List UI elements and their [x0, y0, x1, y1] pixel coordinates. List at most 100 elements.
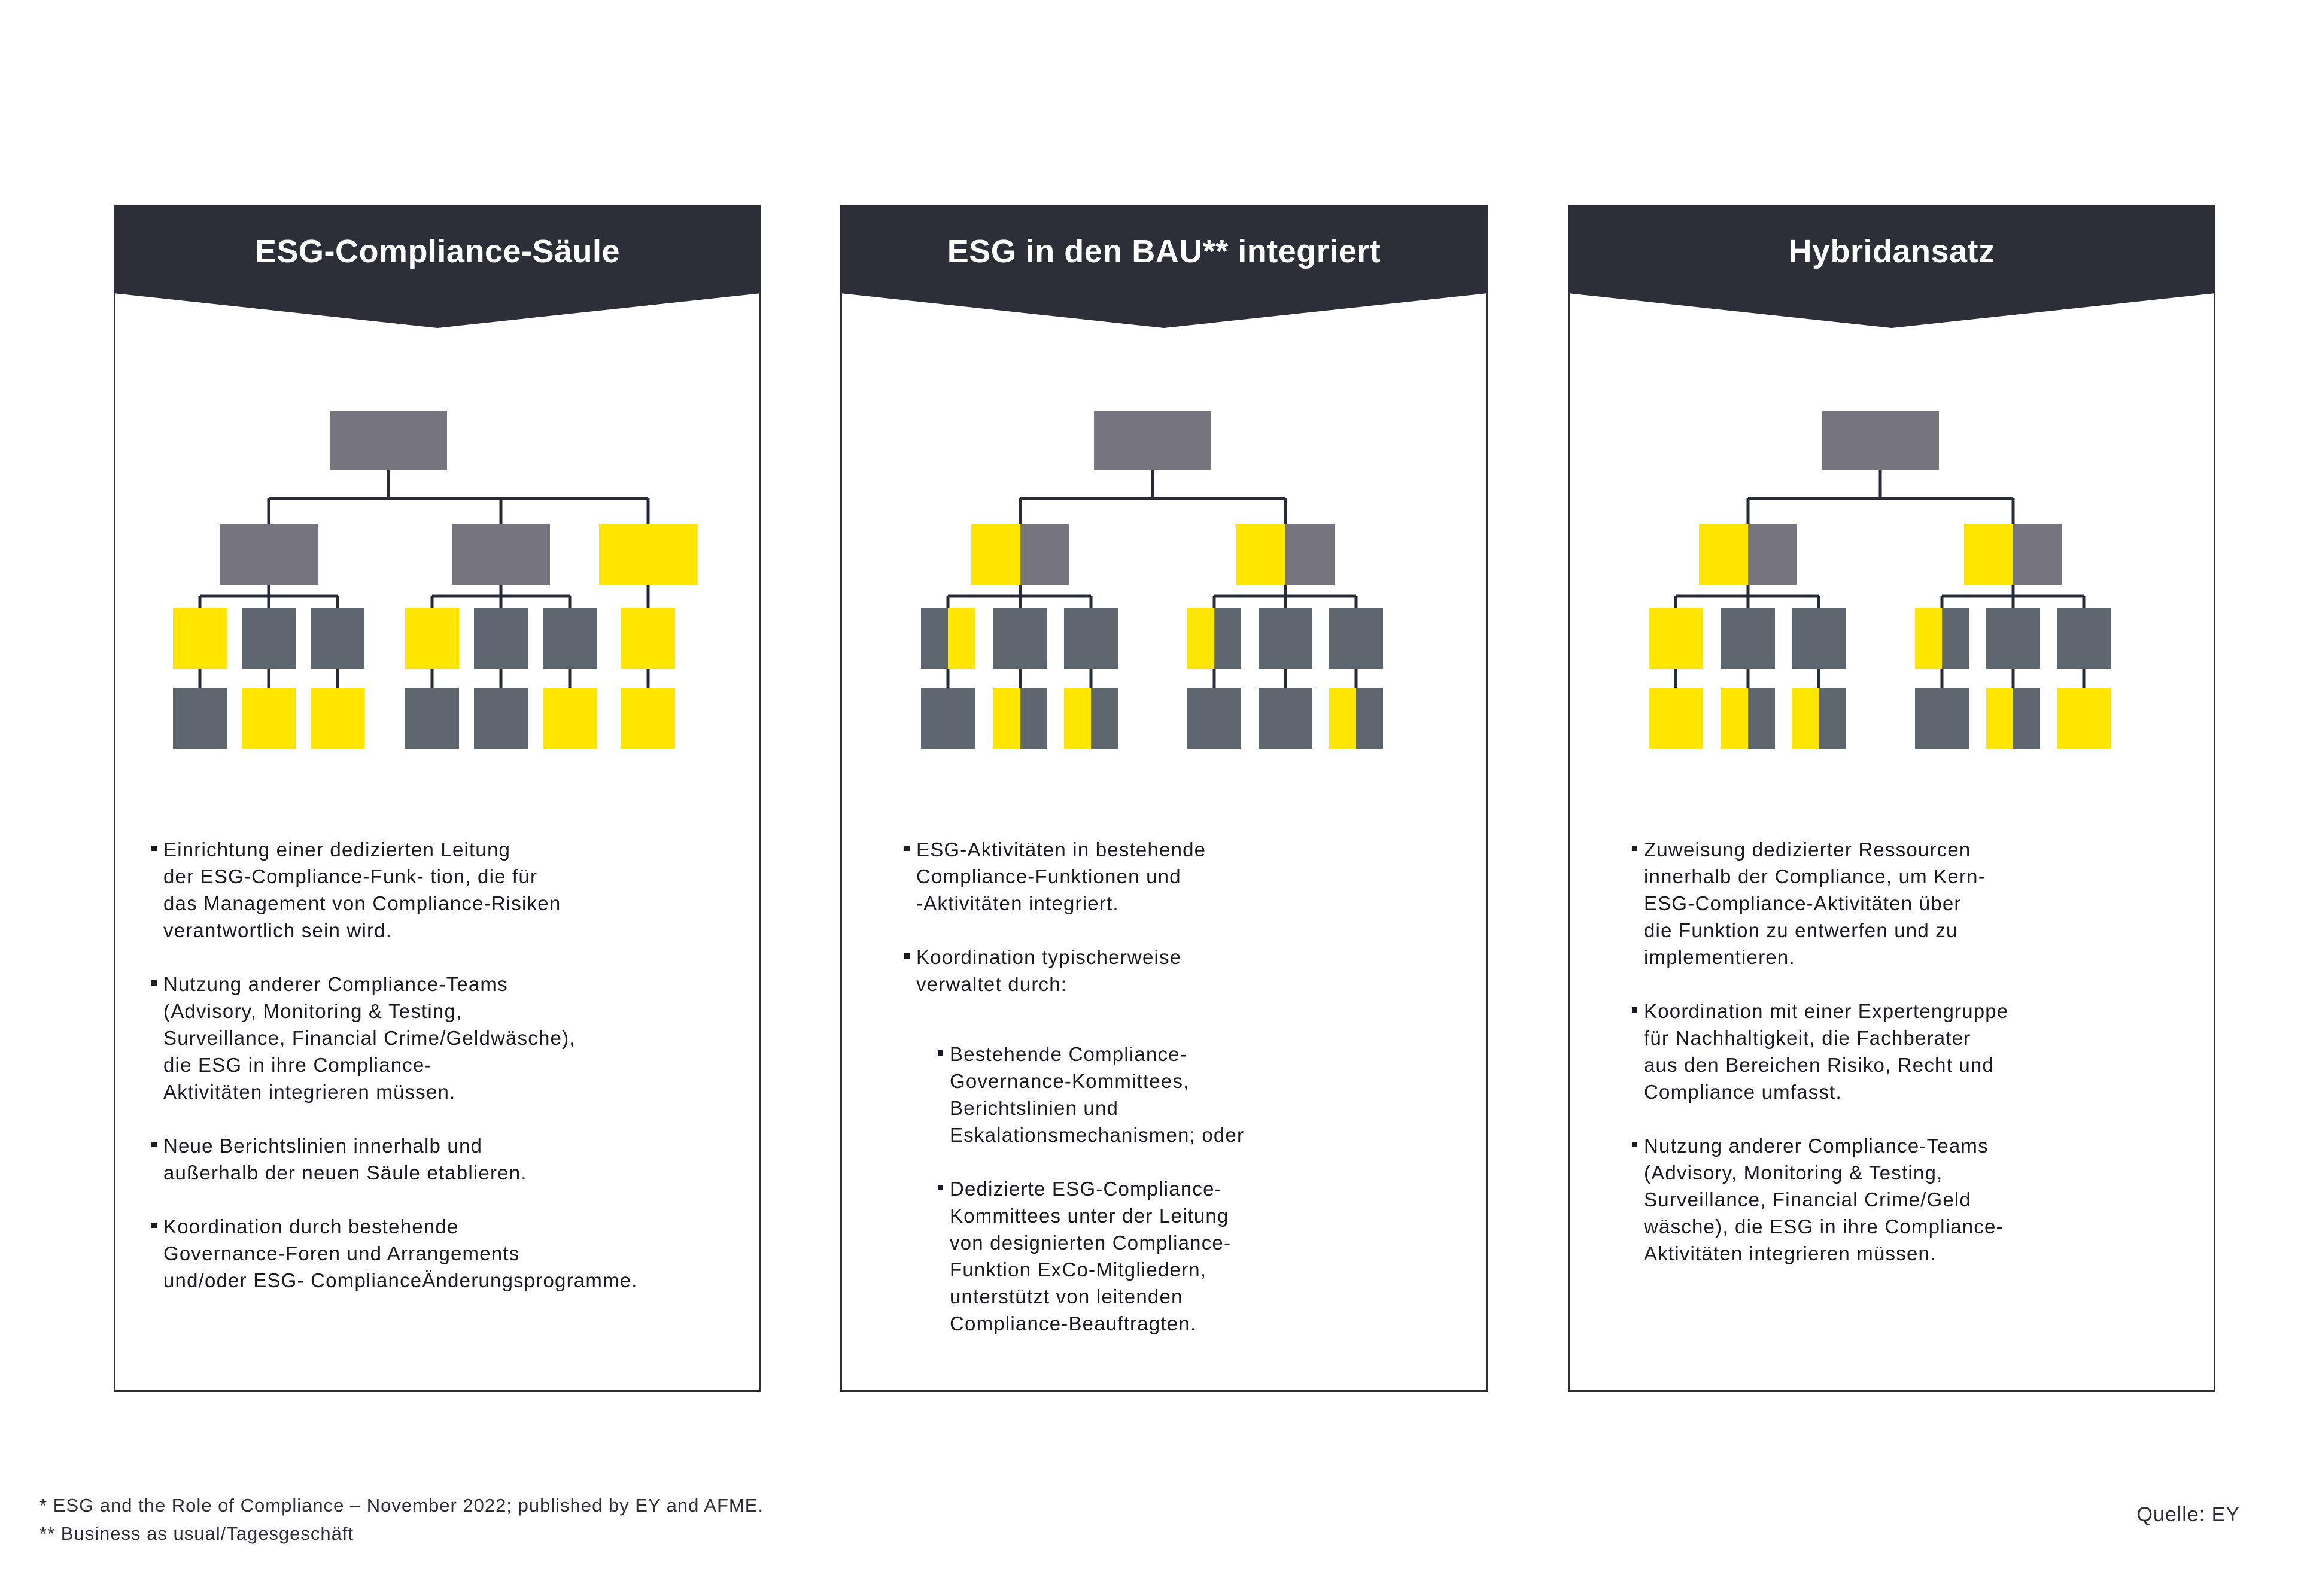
org-node-dark: [1259, 688, 1312, 749]
org-node-dark: [1819, 688, 1846, 749]
org-chart: [921, 411, 1383, 749]
org-node-yellow: [971, 524, 1020, 585]
bullet-square-icon: [1632, 1007, 1637, 1013]
org-node-dark: [1942, 608, 1969, 669]
bullet-item: Dedizierte ESG-Compliance- Kommittees un…: [938, 1175, 1466, 1337]
org-node-dark: [2013, 688, 2040, 749]
org-chart: [1649, 411, 2111, 749]
bullet-item: Einrichtung einer dedizierten Leitung de…: [151, 836, 739, 944]
org-node-gray: [1285, 524, 1335, 585]
org-node-gray: [1748, 524, 1797, 585]
bullet-item: Koordination durch bestehende Governance…: [151, 1213, 739, 1294]
org-node-dark: [1915, 688, 1969, 749]
footnote-1: * ESG and the Role of Compliance – Novem…: [39, 1495, 764, 1516]
org-node-yellow: [1187, 608, 1214, 669]
panel-esg-in-bau-integriert: ESG in den BAU** integriert ESG-Aktivitä…: [840, 205, 1488, 1392]
org-chart: [173, 411, 697, 749]
bullet-text: Koordination durch bestehende Governance…: [163, 1215, 638, 1291]
org-node-gray: [1020, 524, 1069, 585]
bullet-text: Koordination typischerweise verwaltet du…: [916, 946, 1182, 995]
org-node-dark: [173, 688, 227, 749]
org-node-yellow: [2057, 688, 2111, 749]
org-node-yellow: [173, 608, 227, 669]
bullet-item: Bestehende Compliance- Governance-Kommit…: [938, 1041, 1466, 1148]
bullet-square-icon: [1632, 1142, 1637, 1147]
org-node-yellow: [242, 688, 296, 749]
bullet-list: ESG-Aktivitäten in bestehende Compliance…: [842, 836, 1466, 1364]
org-node-yellow: [1721, 688, 1748, 749]
bullet-square-icon: [151, 980, 157, 986]
bullet-text: Koordination mit einer Expertengruppe fü…: [1644, 1000, 2009, 1103]
org-node-dark: [405, 688, 459, 749]
org-node-yellow: [621, 608, 675, 669]
bullet-text: Zuweisung dedizierter Ressourcen innerha…: [1644, 838, 1986, 968]
org-node-yellow: [1915, 608, 1942, 669]
org-node-yellow: [1329, 688, 1356, 749]
bullet-list: Einrichtung einer dedizierten Leitung de…: [115, 836, 739, 1321]
org-node-yellow: [1649, 608, 1703, 669]
bullet-text: Dedizierte ESG-Compliance- Kommittees un…: [950, 1178, 1232, 1334]
org-node-dark: [1329, 608, 1383, 669]
org-node-dark: [543, 608, 597, 669]
bullet-square-icon: [151, 1142, 157, 1147]
bullet-item: Koordination mit einer Expertengruppe fü…: [1632, 998, 2193, 1105]
panel-title: ESG in den BAU** integriert: [947, 233, 1381, 269]
org-node-yellow: [1964, 524, 2013, 585]
bullet-square-icon: [151, 1223, 157, 1228]
org-node-gray: [452, 524, 550, 585]
org-node-yellow: [1064, 688, 1091, 749]
org-node-dark: [1020, 688, 1047, 749]
bullet-text: Nutzung anderer Compliance-Teams (Adviso…: [1644, 1135, 2004, 1264]
bullet-item: Neue Berichtslinien innerhalb und außerh…: [151, 1132, 739, 1186]
org-node-dark: [921, 688, 975, 749]
org-node-yellow: [621, 688, 675, 749]
footnotes: * ESG and the Role of Compliance – Novem…: [39, 1491, 764, 1548]
bullet-text: ESG-Aktivitäten in bestehende Compliance…: [916, 838, 1206, 914]
org-node-yellow: [599, 524, 697, 585]
org-node-dark: [1259, 608, 1312, 669]
panel-title: Hybridansatz: [1788, 233, 1995, 269]
org-node-dark: [1748, 688, 1775, 749]
org-node-dark: [474, 688, 528, 749]
org-node-dark: [1064, 608, 1118, 669]
org-node-yellow: [1236, 524, 1285, 585]
org-node-yellow: [1649, 688, 1703, 749]
bullet-square-icon: [1632, 846, 1637, 851]
org-node-yellow: [993, 688, 1020, 749]
org-node-yellow: [1792, 688, 1819, 749]
org-node-dark: [1986, 608, 2040, 669]
org-node-gray: [2013, 524, 2062, 585]
footnote-2: ** Business as usual/Tagesgeschäft: [39, 1523, 354, 1544]
bullet-item: Nutzung anderer Compliance-Teams (Adviso…: [151, 971, 739, 1105]
org-node-gray: [330, 411, 447, 470]
bullet-item: Koordination typischerweise verwaltet du…: [904, 944, 1466, 998]
org-node-yellow: [1986, 688, 2013, 749]
bullet-text: Einrichtung einer dedizierten Leitung de…: [163, 838, 561, 941]
org-node-dark: [1091, 688, 1118, 749]
bullet-square-icon: [904, 846, 910, 851]
bullet-item: Nutzung anderer Compliance-Teams (Adviso…: [1632, 1132, 2193, 1267]
bullet-list: Zuweisung dedizierter Ressourcen innerha…: [1570, 836, 2193, 1294]
org-node-dark: [1214, 608, 1241, 669]
org-node-gray: [1094, 411, 1211, 470]
bullet-square-icon: [938, 1050, 943, 1056]
org-node-yellow: [543, 688, 597, 749]
source-label: Quelle: EY: [2136, 1503, 2240, 1526]
org-node-dark: [311, 608, 364, 669]
org-node-dark: [2057, 608, 2111, 669]
panel-hybridansatz: Hybridansatz Zuweisung dedizierter Resso…: [1568, 205, 2215, 1392]
bullet-text: Nutzung anderer Compliance-Teams (Adviso…: [163, 973, 576, 1103]
bullet-square-icon: [904, 953, 910, 959]
org-node-yellow: [1699, 524, 1748, 585]
bullet-text: Neue Berichtslinien innerhalb und außerh…: [163, 1135, 527, 1184]
org-node-dark: [474, 608, 528, 669]
panel-title: ESG-Compliance-Säule: [254, 233, 621, 269]
bullet-square-icon: [938, 1185, 943, 1190]
org-node-gray: [1822, 411, 1939, 470]
bullet-text: Bestehende Compliance- Governance-Kommit…: [950, 1043, 1245, 1146]
panel-esg-compliance-saeule: ESG-Compliance-Säule Einrichtung einer d…: [114, 205, 761, 1392]
bullet-square-icon: [151, 846, 157, 851]
org-node-dark: [1721, 608, 1775, 669]
org-node-dark: [1187, 688, 1241, 749]
org-node-dark: [921, 608, 948, 669]
